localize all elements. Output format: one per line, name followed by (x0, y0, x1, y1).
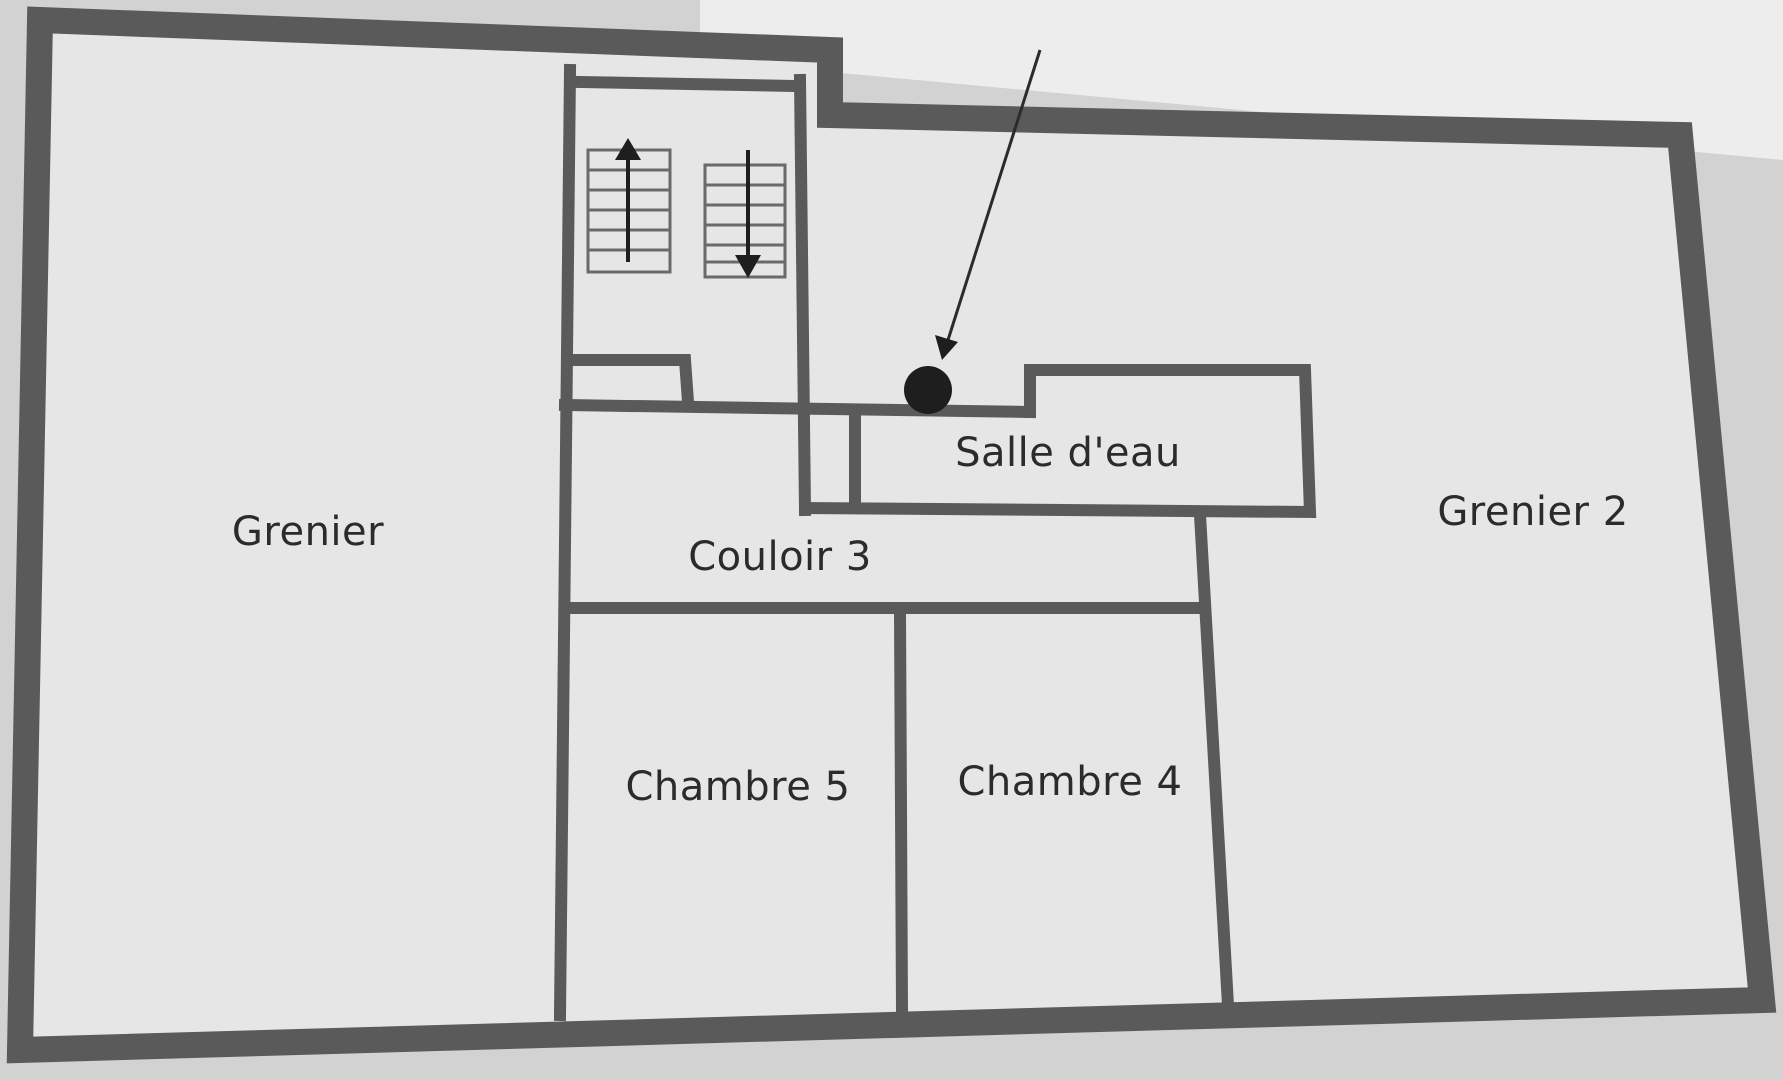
room-label-couloir-3: Couloir 3 (688, 534, 872, 580)
wall-chambre-divider (893, 605, 909, 1017)
interior-walls (553, 63, 1317, 1022)
wall-stair-ledge (564, 354, 695, 409)
room-label-chambre-5: Chambre 5 (626, 764, 851, 810)
marker-dot-icon (904, 366, 952, 414)
wall-grenier2-left (1193, 508, 1235, 1012)
room-label-grenier-2: Grenier 2 (1437, 489, 1628, 535)
outer-wall (6, 6, 1777, 1064)
wall-couloir-top (558, 398, 1037, 419)
arrow-up-icon (615, 138, 641, 262)
pointer-arrow-icon (935, 49, 1042, 360)
wall-stair-right (793, 73, 812, 517)
wall-stair-top (573, 75, 802, 93)
building-floor (20, 20, 1762, 1050)
stair-flight-down (703, 163, 787, 279)
room-label-chambre-4: Chambre 4 (958, 759, 1183, 805)
staircase-icon (586, 138, 787, 279)
room-label-salle-d-eau: Salle d'eau (955, 430, 1181, 476)
arrow-down-icon (735, 150, 761, 278)
wall-salle-eau (798, 364, 1317, 519)
wall-stair-left (553, 63, 577, 1022)
room-label-grenier: Grenier (232, 509, 384, 555)
